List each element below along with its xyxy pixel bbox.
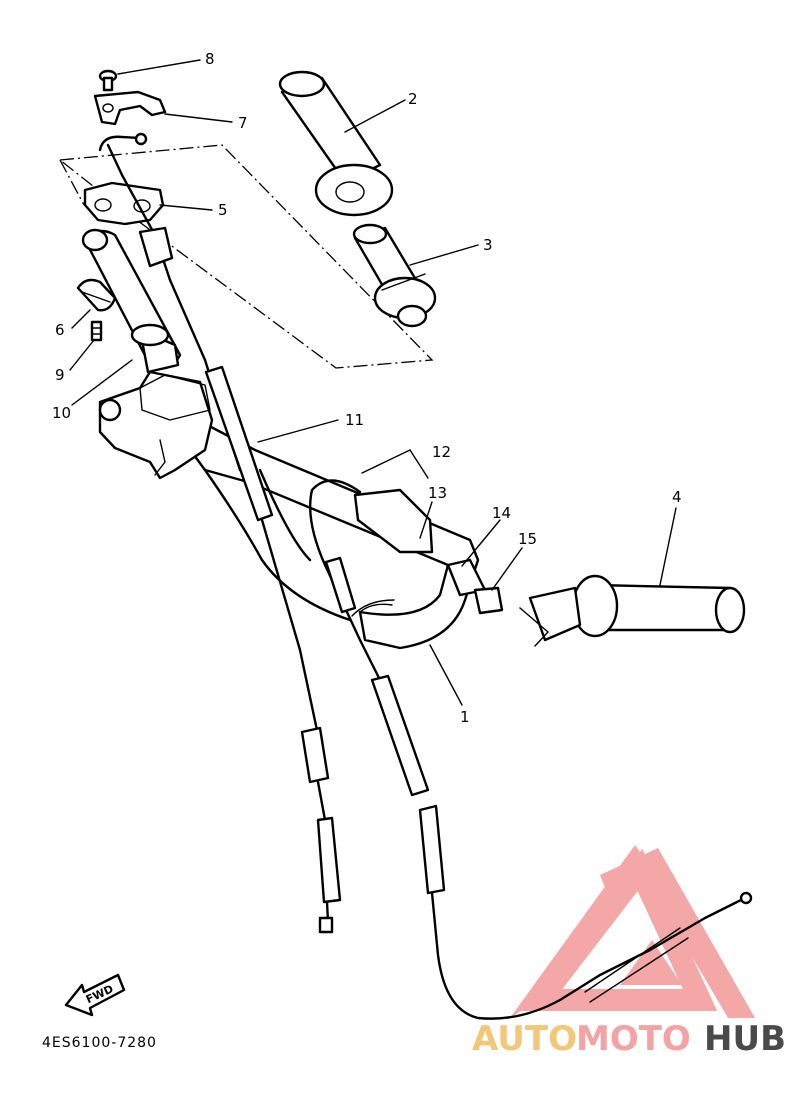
- callout-15: 15: [518, 530, 537, 548]
- throttle-cable: [98, 132, 342, 934]
- throttle-housing: [81, 228, 214, 480]
- watermark-logo: [510, 845, 755, 1018]
- holder-7: [93, 90, 167, 126]
- callout-10: 10: [52, 404, 71, 422]
- callouts: 8 7 5 6 9 10 11 2 3 4 12 13 14 15 1: [52, 50, 682, 726]
- callout-8: 8: [205, 50, 215, 68]
- callout-6: 6: [55, 321, 65, 339]
- callout-2: 2: [408, 90, 418, 108]
- callout-4: 4: [672, 488, 682, 506]
- callout-11: 11: [345, 411, 364, 429]
- throttle-tube-3: [352, 223, 437, 328]
- callout-5: 5: [218, 201, 228, 219]
- callout-1: 1: [460, 708, 470, 726]
- leader-lines: [69, 59, 677, 706]
- switch-6: [76, 278, 117, 312]
- callout-13: 13: [428, 484, 447, 502]
- callout-7: 7: [238, 114, 248, 132]
- clutch-cable: [309, 479, 753, 1020]
- grip-4: [528, 574, 746, 642]
- watermark-word-auto: AUTO: [472, 1019, 577, 1059]
- callout-9: 9: [55, 366, 65, 384]
- watermark-word-hub: HUB: [704, 1019, 786, 1059]
- grip-2: [278, 70, 394, 217]
- screw-8: [98, 69, 118, 92]
- screw-9: [90, 320, 103, 342]
- group-leader: [59, 159, 85, 206]
- drawing-number: 4ES6100-7280: [42, 1035, 157, 1051]
- cable-guide-5: [83, 181, 165, 226]
- watermark-text: AUTO MOTO HUB: [472, 1019, 786, 1059]
- handlebar: [148, 393, 480, 650]
- callout-3: 3: [483, 236, 493, 254]
- watermark-word-moto: MOTO: [576, 1019, 691, 1059]
- callout-14: 14: [492, 504, 511, 522]
- callout-12: 12: [432, 443, 451, 461]
- fwd-arrow: FWD: [64, 973, 126, 1017]
